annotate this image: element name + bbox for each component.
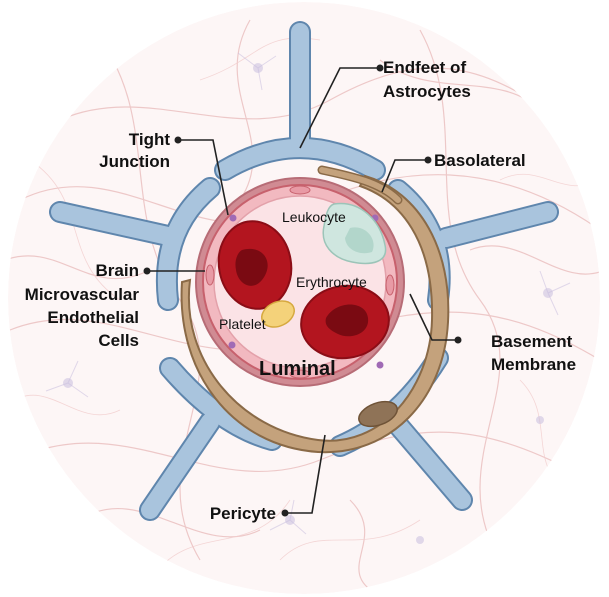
label-endfeet-of-astrocytes: Endfeet of Astrocytes (383, 58, 471, 101)
erythrocyte-2 (300, 284, 390, 360)
label-bmec-line3: Endothelial (47, 308, 139, 327)
pericyte (180, 165, 450, 454)
label-bmec-line4: Cells (98, 331, 139, 350)
pericyte-nucleus (358, 400, 398, 428)
label-tight-line2: Junction (99, 152, 170, 171)
platelet (261, 300, 295, 328)
label-bmec-line1: Brain (96, 261, 139, 280)
label-tight-line1: Tight (129, 130, 171, 149)
label-basement-line2: Membrane (491, 355, 576, 374)
label-endfeet-line2: Astrocytes (383, 82, 471, 101)
erythrocyte-1 (217, 220, 293, 310)
label-leukocyte: Leukocyte (282, 209, 346, 225)
tight-junction-dots (228, 214, 384, 369)
leader-lines (147, 67, 458, 514)
label-brain-microvascular-endothelial-cells: Brain Microvascular Endothelial Cells (25, 261, 140, 350)
label-endfeet-line1: Endfeet of (383, 58, 466, 77)
label-tight-junction: Tight Junction (99, 130, 170, 171)
label-luminal: Luminal (259, 358, 336, 380)
leukocyte (322, 202, 387, 265)
label-erythrocyte: Erythrocyte (296, 274, 367, 290)
label-bmec-line2: Microvascular (25, 285, 140, 304)
endothelial-nuclei (205, 185, 395, 379)
label-basement-line1: Basement (491, 332, 573, 351)
label-basolateral: Basolateral (434, 151, 526, 170)
label-basement-membrane: Basement Membrane (491, 332, 576, 374)
leader-dots (143, 64, 462, 517)
label-pericyte: Pericyte (210, 504, 276, 523)
label-platelet: Platelet (219, 316, 266, 332)
